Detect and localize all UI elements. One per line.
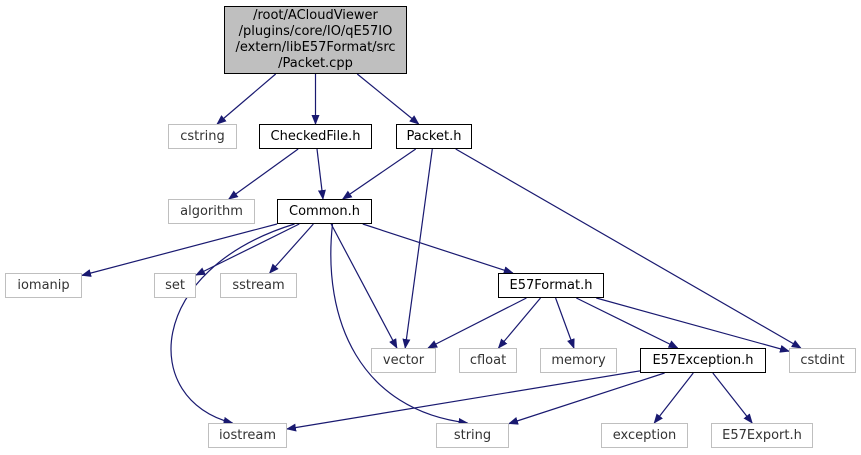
node-sstream: sstream bbox=[220, 273, 297, 298]
root-label-line: /root/ACloudViewer bbox=[253, 8, 378, 23]
root-label-line: /extern/libE57Format/src bbox=[235, 40, 396, 55]
node-algorithm: algorithm bbox=[168, 199, 255, 224]
edge-root-packet bbox=[356, 73, 420, 125]
node-common-h[interactable]: Common.h bbox=[277, 199, 372, 224]
edge-e57format-cstdint bbox=[596, 297, 790, 353]
node-string: string bbox=[436, 423, 509, 448]
edge-common-sstream bbox=[268, 223, 314, 274]
edge-common-string bbox=[330, 223, 469, 426]
root-file-node: /root/ACloudViewer /plugins/core/IO/qE57… bbox=[224, 6, 407, 74]
node-iostream: iostream bbox=[208, 423, 287, 448]
edge-common-e57format bbox=[362, 223, 514, 275]
edge-packet-common bbox=[341, 148, 417, 200]
node-cfloat: cfloat bbox=[459, 348, 517, 373]
node-cstdint: cstdint bbox=[789, 348, 856, 373]
node-set: set bbox=[154, 273, 196, 298]
node-cstring: cstring bbox=[168, 124, 237, 149]
edge-checkedfile-common bbox=[316, 148, 326, 200]
node-e57format-h[interactable]: E57Format.h bbox=[498, 273, 604, 298]
node-memory: memory bbox=[540, 348, 617, 373]
node-packet-h[interactable]: Packet.h bbox=[396, 124, 472, 149]
node-e57export-h: E57Export.h bbox=[711, 423, 813, 448]
edge-common-iostream bbox=[170, 223, 295, 425]
node-e57exception-h[interactable]: E57Exception.h bbox=[640, 348, 766, 373]
edge-common-vector bbox=[330, 223, 398, 349]
edge-e57format-vector bbox=[427, 297, 527, 349]
edge-packet-vector bbox=[402, 148, 433, 349]
edge-common-iomanip bbox=[81, 223, 278, 277]
root-label-line: /plugins/core/IO/qE57IO bbox=[238, 24, 393, 39]
edge-e57format-cfloat bbox=[497, 297, 541, 349]
node-checkedfile-h[interactable]: CheckedFile.h bbox=[259, 124, 372, 149]
edge-e57exception-iostream bbox=[286, 370, 641, 432]
edge-e57format-e57exception bbox=[576, 297, 679, 349]
edge-root-cstring bbox=[216, 73, 277, 125]
edge-packet-cstdint bbox=[455, 148, 802, 349]
edge-checkedfile-algorithm bbox=[228, 148, 299, 200]
edge-e57exception-e57export bbox=[712, 372, 753, 424]
node-iomanip: iomanip bbox=[5, 273, 82, 298]
node-exception: exception bbox=[601, 423, 688, 448]
edge-e57exception-exception bbox=[653, 372, 694, 424]
node-vector: vector bbox=[371, 348, 436, 373]
edge-e57exception-string bbox=[508, 372, 665, 425]
root-label-line: /Packet.cpp bbox=[278, 56, 353, 71]
edge-e57format-memory bbox=[555, 297, 575, 349]
